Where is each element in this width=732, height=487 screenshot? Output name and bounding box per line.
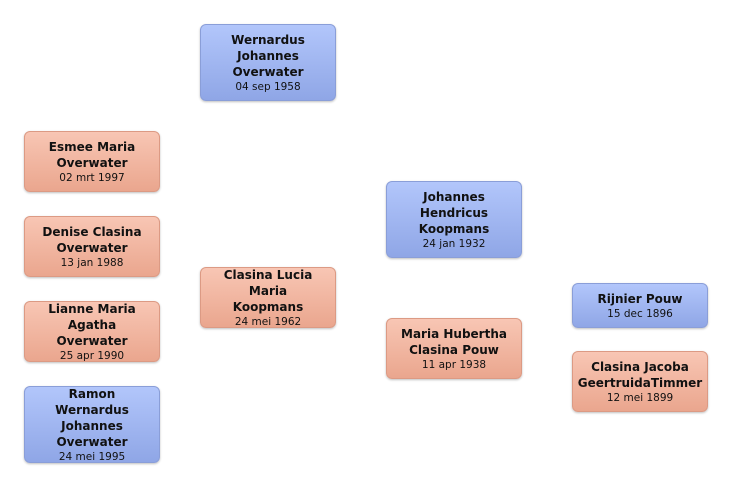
person-birth-date: 24 mei 1995 — [58, 450, 126, 463]
person-card-ramon-overwater[interactable]: Ramon Wernardus Johannes Overwater 24 me… — [24, 386, 160, 463]
person-card-clasina-lucia-koopmans[interactable]: Clasina Lucia Maria Koopmans 24 mei 1962 — [200, 267, 336, 328]
person-birth-date: 24 mei 1962 — [234, 315, 302, 328]
person-card-denise-overwater[interactable]: Denise Clasina Overwater 13 jan 1988 — [24, 216, 160, 277]
person-birth-date: 24 jan 1932 — [422, 237, 486, 250]
person-name: Esmee Maria Overwater — [48, 139, 136, 170]
person-name: Maria Hubertha Clasina Pouw — [401, 326, 507, 357]
person-card-lianne-overwater[interactable]: Lianne Maria Agatha Overwater 25 apr 199… — [24, 301, 160, 362]
person-birth-date: 04 sep 1958 — [235, 80, 301, 93]
person-birth-date: 15 dec 1896 — [607, 307, 673, 320]
person-card-wernardus-overwater[interactable]: Wernardus Johannes Overwater 04 sep 1958 — [200, 24, 336, 101]
person-name: Ramon Wernardus Johannes Overwater — [55, 386, 129, 449]
person-name: Wernardus Johannes Overwater — [231, 32, 305, 79]
person-birth-date: 13 jan 1988 — [60, 256, 124, 269]
person-name: Denise Clasina Overwater — [42, 224, 142, 255]
person-card-rijnier-pouw[interactable]: Rijnier Pouw 15 dec 1896 — [572, 283, 708, 328]
person-name: Lianne Maria Agatha Overwater — [48, 301, 136, 348]
person-card-esmee-overwater[interactable]: Esmee Maria Overwater 02 mrt 1997 — [24, 131, 160, 192]
person-name: Clasina Jacoba GeertruidaTimmer — [577, 359, 703, 390]
person-card-maria-pouw[interactable]: Maria Hubertha Clasina Pouw 11 apr 1938 — [386, 318, 522, 379]
person-card-clasina-jacoba-timmer[interactable]: Clasina Jacoba GeertruidaTimmer 12 mei 1… — [572, 351, 708, 412]
person-name: Rijnier Pouw — [597, 291, 683, 306]
person-card-johannes-koopmans[interactable]: Johannes Hendricus Koopmans 24 jan 1932 — [386, 181, 522, 258]
person-name: Clasina Lucia Maria Koopmans — [223, 267, 313, 314]
person-birth-date: 12 mei 1899 — [606, 391, 674, 404]
person-name: Johannes Hendricus Koopmans — [418, 189, 490, 236]
person-birth-date: 02 mrt 1997 — [59, 171, 125, 184]
person-birth-date: 25 apr 1990 — [59, 349, 125, 362]
person-birth-date: 11 apr 1938 — [421, 358, 487, 371]
